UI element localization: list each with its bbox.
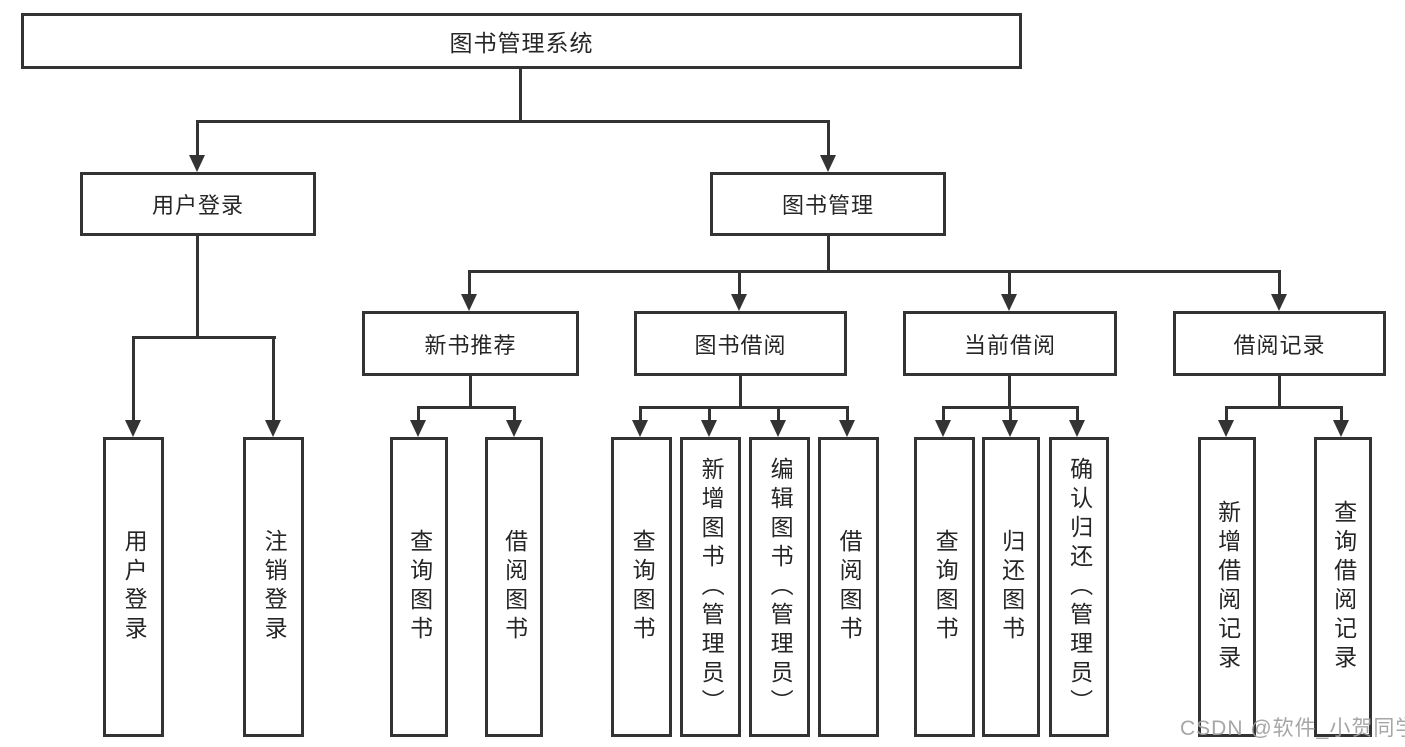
- arrowhead-icon: [731, 294, 747, 311]
- leaf-label: 查询图书: [932, 529, 959, 645]
- leaf-label: 新增图书（管理员）: [698, 456, 725, 718]
- leaf-borrow-books-borrowing: 借阅图书: [818, 437, 879, 737]
- arrowhead-icon: [1271, 294, 1287, 311]
- connector-current-drop-1: [942, 406, 945, 422]
- leaf-label: 借阅图书: [501, 529, 528, 645]
- node-borrowing-records-label: 借阅记录: [1233, 332, 1326, 358]
- node-current-borrowing-label: 当前借阅: [963, 332, 1056, 358]
- node-root-label: 图书管理系统: [449, 30, 594, 56]
- connector-recommend-horizontal: [417, 406, 516, 409]
- arrowhead-icon: [935, 420, 951, 437]
- arrowhead-icon: [265, 420, 281, 437]
- connector-book-mgmt-stem: [827, 236, 830, 273]
- connector-records-drop-1: [1225, 406, 1228, 422]
- leaf-add-borrow-record: 新增借阅记录: [1198, 437, 1256, 737]
- leaf-logout: 注销登录: [243, 437, 304, 737]
- leaf-query-books-current: 查询图书: [914, 437, 975, 737]
- arrowhead-icon: [701, 420, 717, 437]
- arrowhead-icon: [770, 420, 786, 437]
- leaf-label: 借阅图书: [836, 529, 863, 645]
- connector-book-mgmt-drop-1: [468, 270, 471, 296]
- leaf-label: 注销登录: [261, 529, 288, 645]
- leaf-label: 新增借阅记录: [1214, 500, 1241, 674]
- connector-root-stem: [519, 69, 522, 123]
- connector-recommend-drop-2: [513, 406, 516, 422]
- connector-book-mgmt-drop-4: [1278, 270, 1281, 296]
- connector-user-login-horizontal: [132, 336, 276, 339]
- leaf-query-borrow-record: 查询借阅记录: [1314, 437, 1372, 737]
- leaf-query-books-recommend: 查询图书: [390, 437, 448, 737]
- leaf-label: 查询图书: [406, 529, 433, 645]
- connector-borrowing-horizontal: [639, 406, 849, 409]
- leaf-label: 用户登录: [121, 529, 148, 645]
- leaf-edit-books-admin: 编辑图书（管理员）: [749, 437, 810, 737]
- node-user-login-label: 用户登录: [151, 193, 244, 218]
- leaf-confirm-return-admin: 确认归还（管理员）: [1049, 437, 1109, 737]
- connector-root-drop-right: [827, 120, 830, 158]
- leaf-borrow-books-recommend: 借阅图书: [485, 437, 543, 737]
- connector-recommend-stem: [469, 376, 472, 409]
- connector-book-mgmt-drop-3: [1008, 270, 1011, 296]
- node-new-book-recommend-label: 新书推荐: [424, 332, 517, 358]
- node-book-borrowing-label: 图书借阅: [694, 332, 787, 358]
- node-book-borrowing: 图书借阅: [634, 311, 847, 376]
- arrowhead-icon: [1001, 294, 1017, 311]
- node-book-management-label: 图书管理: [781, 193, 874, 218]
- connector-current-drop-3: [1076, 406, 1079, 422]
- connector-user-login-drop-2: [272, 336, 275, 422]
- arrowhead-icon: [1218, 420, 1234, 437]
- arrowhead-icon: [506, 420, 522, 437]
- arrowhead-icon: [410, 420, 426, 437]
- connector-current-drop-2: [1009, 406, 1012, 422]
- csdn-watermark: CSDN @软件_小贺同学: [1180, 717, 1405, 740]
- leaf-query-books-borrowing: 查询图书: [611, 437, 672, 737]
- connector-book-mgmt-horizontal: [468, 270, 1281, 273]
- leaf-add-books-admin: 新增图书（管理员）: [680, 437, 741, 737]
- node-current-borrowing: 当前借阅: [903, 311, 1117, 376]
- connector-root-drop-left: [196, 120, 199, 158]
- arrowhead-icon: [839, 420, 855, 437]
- leaf-label: 确认归还（管理员）: [1066, 456, 1093, 718]
- connector-book-mgmt-drop-2: [738, 270, 741, 296]
- arrowhead-icon: [1333, 420, 1349, 437]
- node-new-book-recommend: 新书推荐: [362, 311, 579, 376]
- arrowhead-icon: [1069, 420, 1085, 437]
- node-root-system: 图书管理系统: [21, 13, 1022, 69]
- connector-borrowing-drop-1: [639, 406, 642, 422]
- connector-records-stem: [1278, 376, 1281, 409]
- leaf-label: 查询图书: [629, 529, 656, 645]
- node-book-management: 图书管理: [710, 172, 946, 236]
- arrowhead-icon: [632, 420, 648, 437]
- connector-borrowing-drop-4: [846, 406, 849, 422]
- leaf-label: 编辑图书（管理员）: [767, 456, 794, 718]
- connector-borrowing-drop-2: [708, 406, 711, 422]
- leaf-label: 归还图书: [998, 529, 1025, 645]
- arrowhead-icon: [125, 420, 141, 437]
- node-user-login: 用户登录: [80, 172, 316, 236]
- connector-user-login-stem: [196, 236, 199, 339]
- connector-borrowing-drop-3: [777, 406, 780, 422]
- connector-user-login-drop-1: [132, 336, 135, 422]
- connector-root-horizontal: [196, 120, 830, 123]
- arrowhead-icon: [461, 294, 477, 311]
- leaf-return-books: 归还图书: [982, 437, 1040, 737]
- connector-records-horizontal: [1225, 406, 1343, 409]
- arrowhead-icon: [1002, 420, 1018, 437]
- arrowhead-icon: [820, 155, 836, 172]
- node-borrowing-records: 借阅记录: [1173, 311, 1386, 376]
- connector-borrowing-stem: [739, 376, 742, 409]
- connector-current-stem: [1008, 376, 1011, 409]
- leaf-user-login: 用户登录: [103, 437, 164, 737]
- leaf-label: 查询借阅记录: [1330, 500, 1357, 674]
- connector-recommend-drop-1: [417, 406, 420, 422]
- connector-records-drop-2: [1340, 406, 1343, 422]
- arrowhead-icon: [189, 155, 205, 172]
